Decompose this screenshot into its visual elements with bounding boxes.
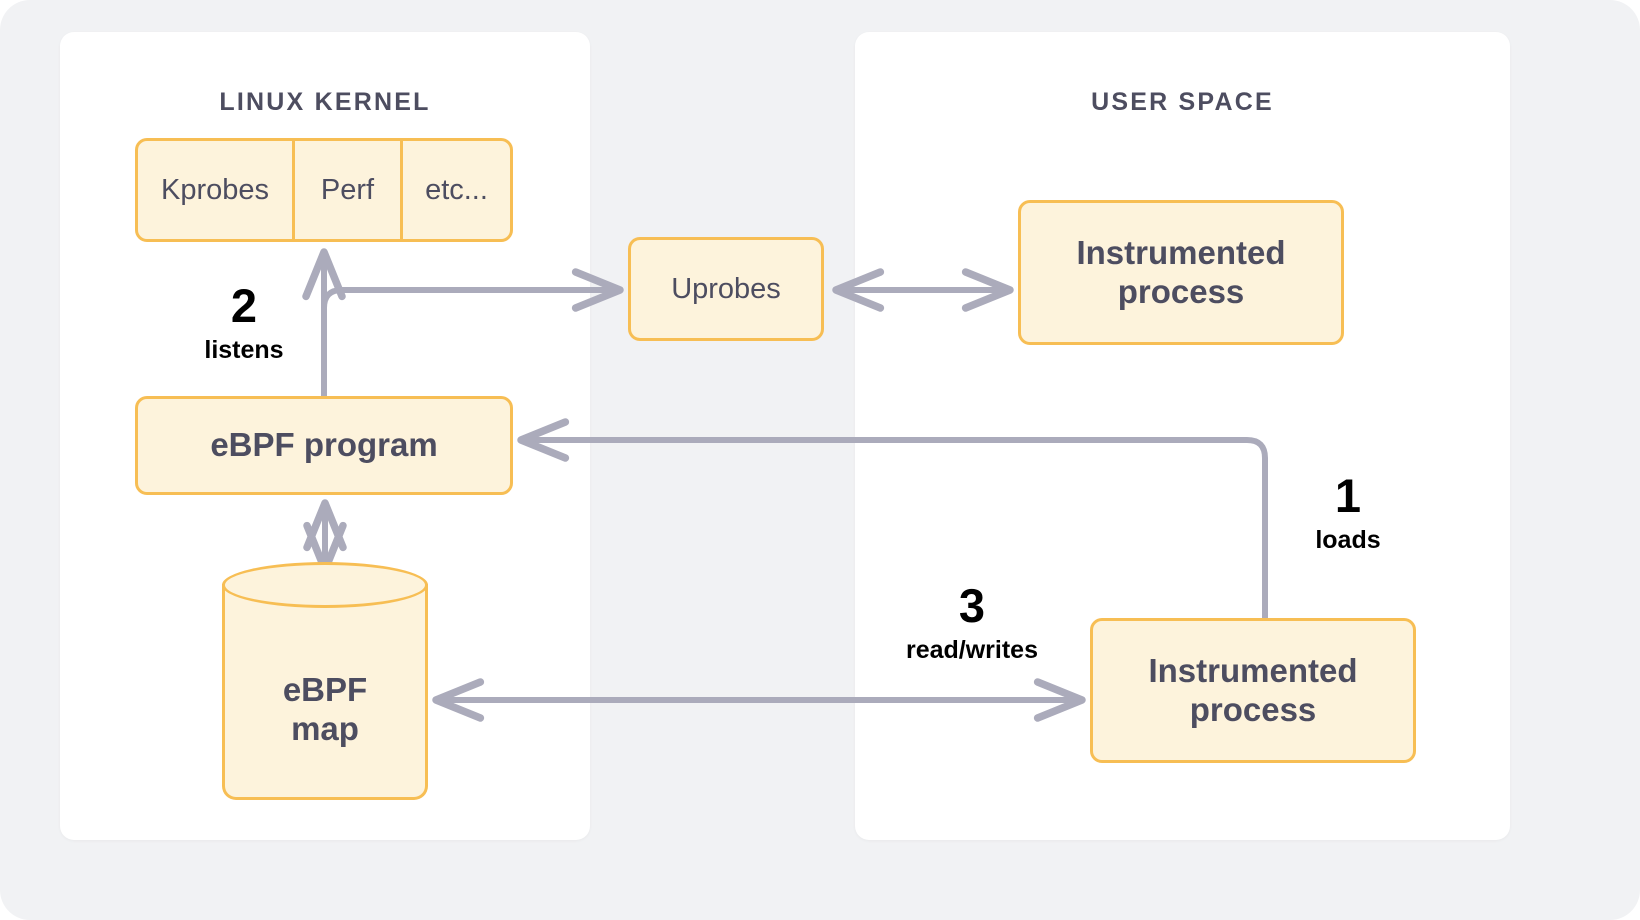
node-instrumented-process-bottom[interactable]: Instrumented process <box>1090 618 1416 763</box>
node-ebpf-program[interactable]: eBPF program <box>135 396 513 495</box>
step-marker-3: 3 read/writes <box>882 582 1062 665</box>
step-2-caption: listens <box>204 336 284 364</box>
cylinder-top-ellipse <box>222 562 428 608</box>
panel-title-linux-kernel: LINUX KERNEL <box>219 88 431 116</box>
probe-cell-etc[interactable]: etc... <box>425 173 488 206</box>
step-3-caption: read/writes <box>905 636 1038 664</box>
node-instrumented-process-top[interactable]: Instrumented process <box>1018 200 1344 345</box>
cylinder-body <box>222 584 428 800</box>
probe-cell-kprobes[interactable]: Kprobes <box>138 141 295 239</box>
node-ebpf-map[interactable]: eBPF map <box>222 562 428 800</box>
node-uprobes[interactable]: Uprobes <box>628 237 824 341</box>
probe-cell-perf[interactable]: Perf <box>295 141 403 239</box>
process-top-line-1: Instrumented <box>1076 233 1286 271</box>
step-1-number: 1 <box>1334 469 1362 522</box>
step-2-number: 2 <box>230 279 258 332</box>
ebpf-map-line-1: eBPF <box>282 671 368 709</box>
probe-sources-group: Kprobes Perf etc... <box>135 138 513 242</box>
process-bottom-line-2: process <box>1189 690 1317 728</box>
ebpf-map-line-2: map <box>291 710 359 747</box>
step-3-number: 3 <box>958 579 986 632</box>
step-1-caption: loads <box>1315 526 1381 554</box>
process-top-line-2: process <box>1117 272 1245 310</box>
panel-title-user-space: USER SPACE <box>1091 88 1274 116</box>
node-ebpf-map-label: eBPF map <box>222 620 428 800</box>
process-bottom-line-1: Instrumented <box>1148 651 1358 689</box>
step-marker-1: 1 loads <box>1290 472 1406 555</box>
step-marker-2: 2 listens <box>186 282 302 365</box>
